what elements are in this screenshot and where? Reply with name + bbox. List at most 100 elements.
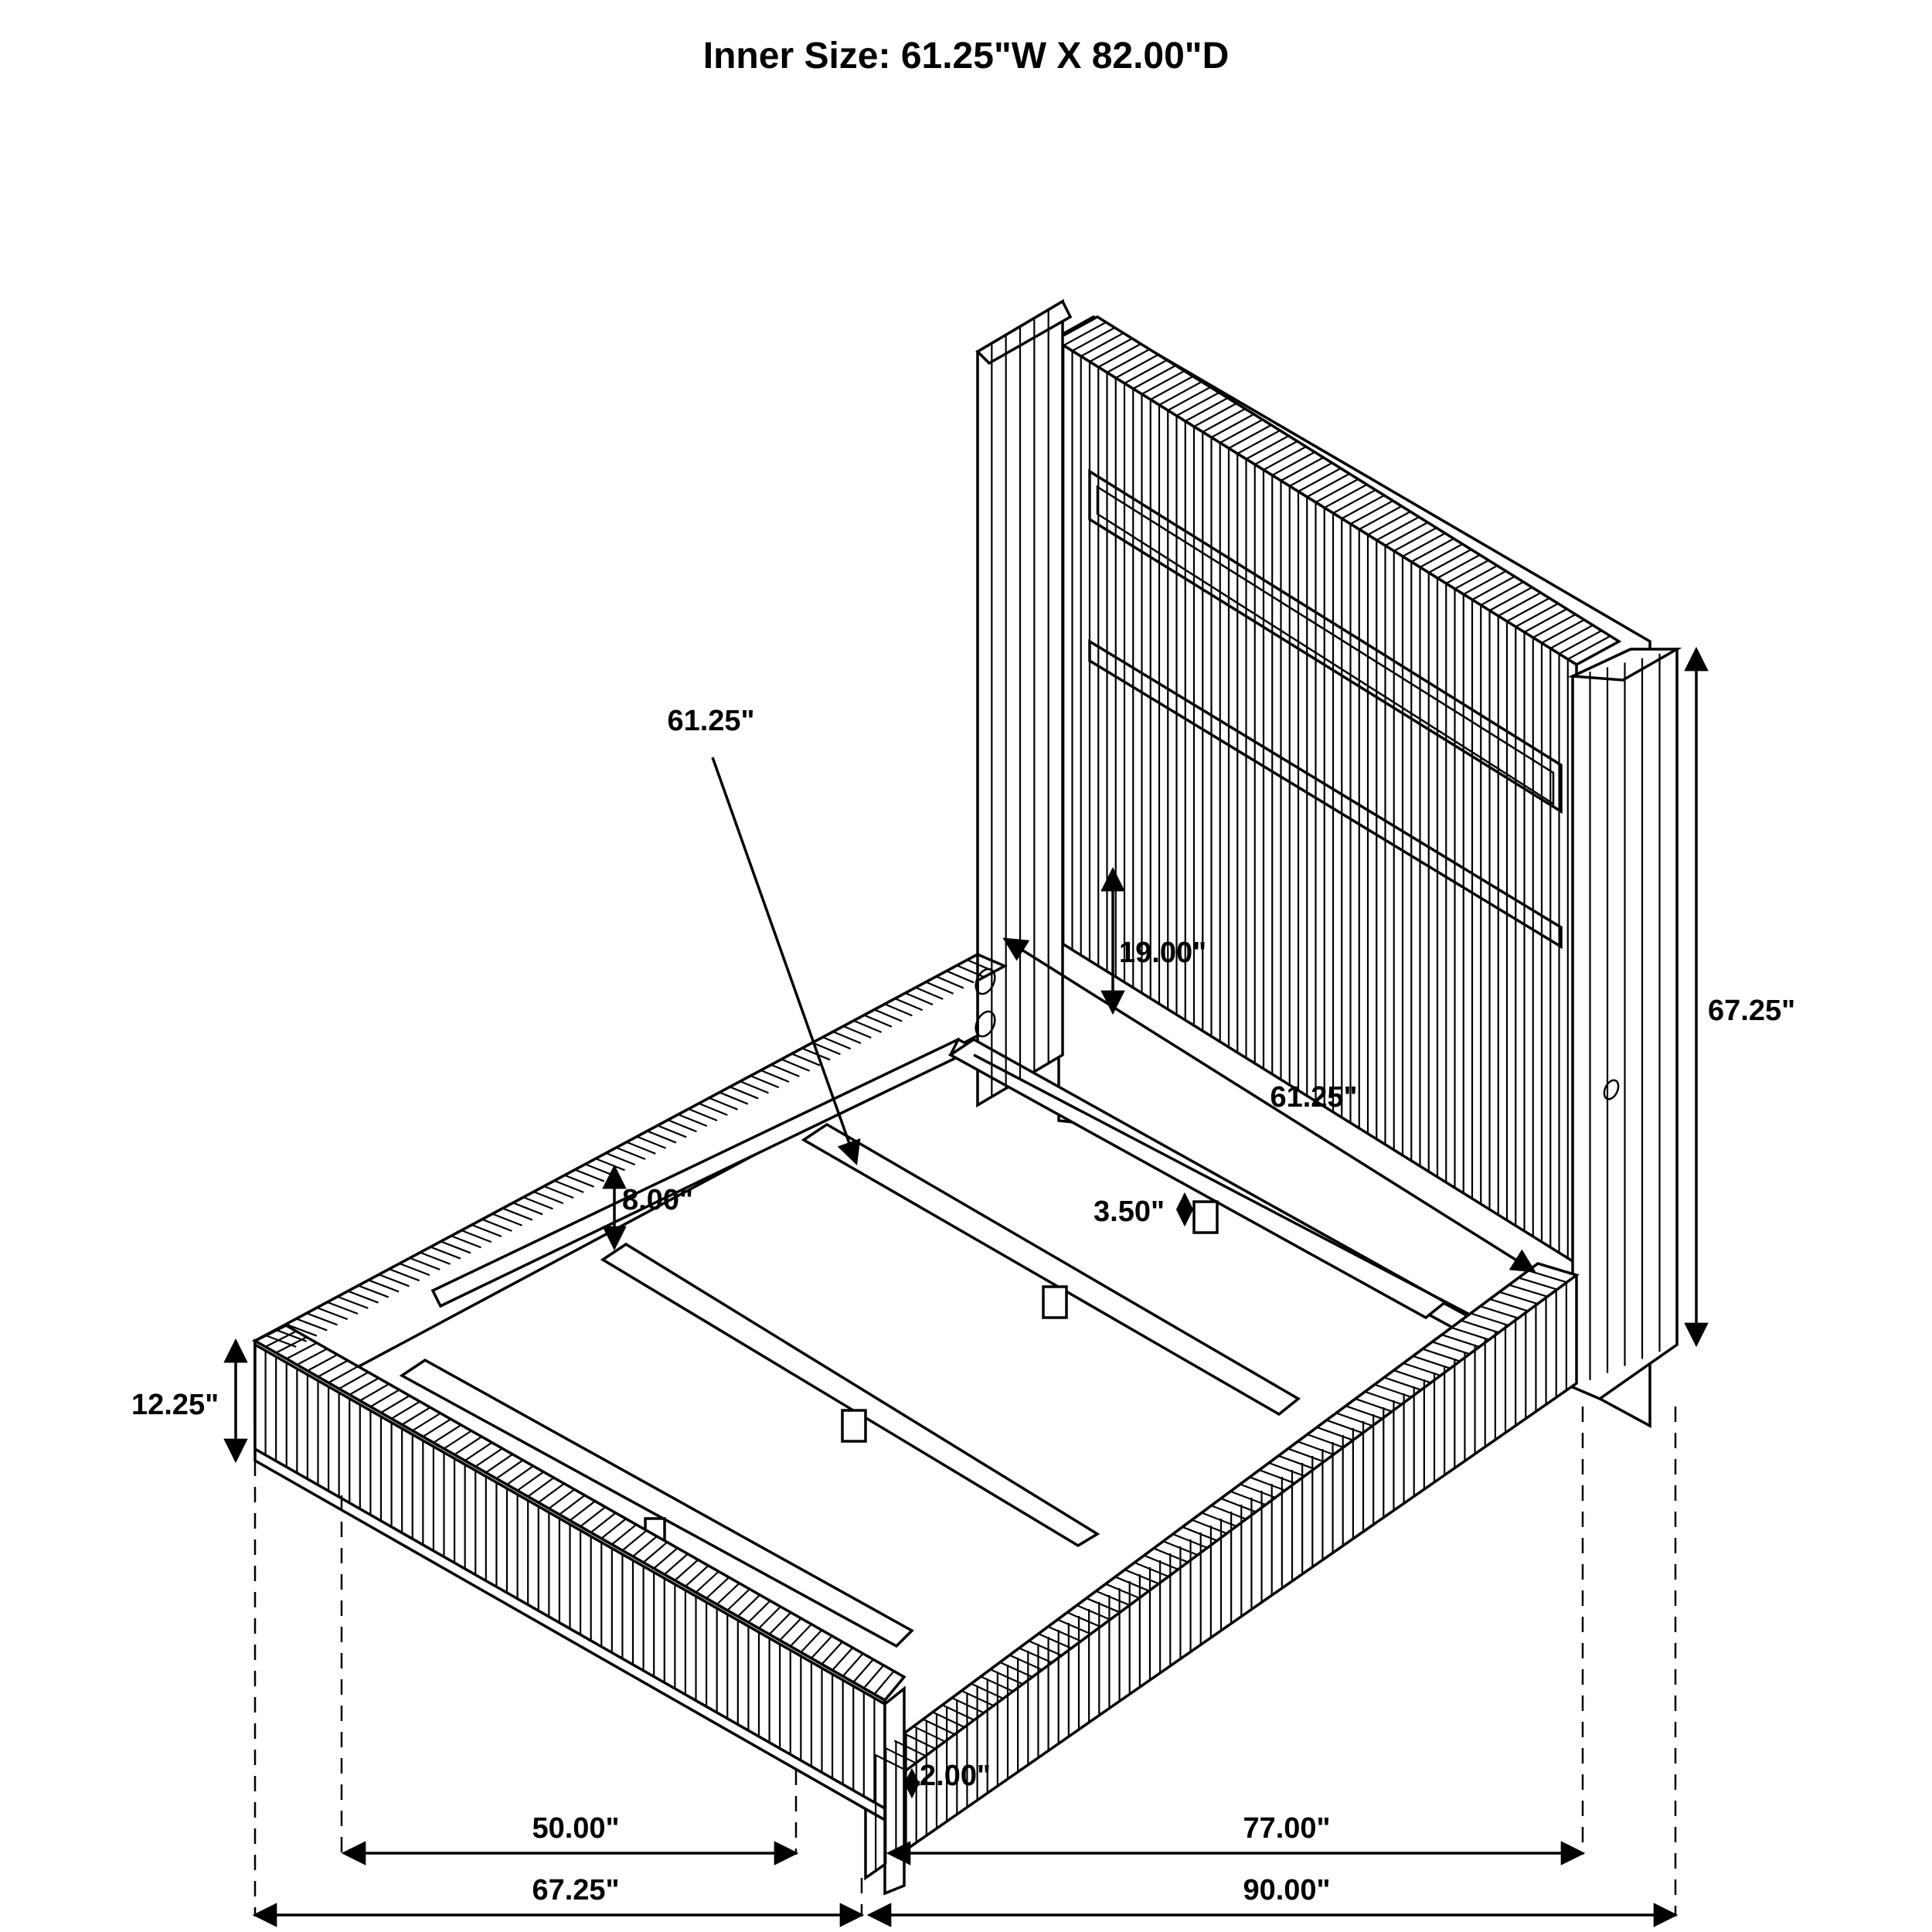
label-foot-inner-width: 50.00" [532, 1812, 619, 1845]
flute-line [1245, 435, 1290, 460]
flute-line [422, 1418, 451, 1437]
flute-line [275, 1336, 308, 1354]
flute-line [674, 1559, 699, 1581]
flute-line [454, 1436, 482, 1456]
flute-line [1298, 468, 1342, 492]
footboard-corner [883, 1685, 906, 1896]
flute-line [1228, 424, 1272, 449]
flute-line [884, 1003, 913, 1017]
flute-line [1076, 1604, 1111, 1621]
flute-line [430, 1246, 461, 1260]
flute-line [1193, 403, 1237, 427]
support-leg [1042, 1285, 1068, 1319]
flute-line [1086, 1597, 1121, 1614]
flute-line [913, 1725, 946, 1743]
support-leg [1192, 1200, 1219, 1234]
flute-line [1057, 1618, 1091, 1635]
flute-line [1254, 440, 1298, 465]
flute-line [1287, 1447, 1325, 1463]
flute-line [667, 1119, 697, 1133]
flute-line [1506, 597, 1550, 622]
flute-line [811, 1635, 833, 1659]
flute-line [874, 1753, 907, 1771]
flute-line [1528, 1270, 1567, 1284]
label-headboard-height: 67.25" [1708, 995, 1795, 1027]
flute-line [337, 1295, 369, 1309]
flute-line [1463, 570, 1507, 595]
flute-line [1307, 1434, 1344, 1448]
flute-line [1523, 608, 1568, 633]
flute-line [1115, 354, 1159, 379]
flute-line [1402, 532, 1446, 557]
flute-line [1259, 1469, 1295, 1485]
flute-line [1441, 1334, 1480, 1348]
flute-line [1278, 1454, 1315, 1470]
flute-line [1240, 1483, 1276, 1498]
flute-line [512, 1202, 543, 1216]
flute-line [1106, 349, 1151, 373]
flute-line [1445, 560, 1489, 584]
flute-line [664, 1553, 689, 1576]
flute-line [1192, 1519, 1227, 1535]
flute-line [1419, 543, 1464, 568]
flute-line [440, 1240, 471, 1254]
flute-line [1451, 1326, 1490, 1341]
flute-line [380, 1395, 410, 1413]
flute-line [905, 992, 934, 1006]
flute-line [811, 1042, 841, 1056]
flute-line [980, 1675, 1014, 1692]
slat [399, 1358, 914, 1648]
flute-line [1236, 430, 1281, 454]
flute-line [492, 1213, 522, 1226]
flute-line [358, 1284, 389, 1298]
flute-line [936, 975, 964, 989]
flute-line [1230, 1490, 1267, 1506]
flute-line [1549, 624, 1594, 649]
flute-line [306, 1312, 338, 1326]
flute-line [853, 1019, 882, 1033]
flute-line [1410, 538, 1454, 563]
flute-line [464, 1441, 493, 1461]
flute-line [695, 1570, 719, 1594]
flute-line [779, 1617, 802, 1641]
flute-line [548, 1488, 575, 1509]
flute-line [1009, 1654, 1043, 1671]
flute-line [730, 1086, 759, 1100]
flute-line [338, 1371, 369, 1389]
flute-line [1376, 516, 1420, 541]
label-footboard-height: 12.25" [131, 1389, 219, 1421]
flute-line [502, 1207, 533, 1221]
flute-line [1518, 1277, 1558, 1291]
flute-line [1153, 1547, 1189, 1563]
flute-line [522, 1196, 553, 1210]
label-center-support-height: 3.50" [1094, 1196, 1165, 1228]
flute-line [915, 986, 944, 1000]
flute-line [1132, 365, 1176, 389]
flute-line [1097, 343, 1141, 368]
flute-line [719, 1091, 749, 1105]
flute-line [1437, 554, 1481, 579]
flute-line [1488, 587, 1533, 611]
flute-line [433, 1423, 462, 1444]
bed-drawing [251, 298, 1682, 1896]
label-rail-length-diagonal: 61.25" [667, 705, 754, 737]
flute-line [1326, 1419, 1363, 1434]
flute-line [1316, 1426, 1354, 1441]
flute-line [1532, 614, 1577, 638]
flute-line [605, 1152, 636, 1166]
flute-line [781, 1058, 810, 1072]
flute-line [616, 1146, 646, 1161]
flute-line [822, 1036, 852, 1050]
flute-line [760, 1069, 790, 1083]
flute-line [1393, 527, 1437, 552]
flute-line [1162, 1540, 1199, 1556]
flute-line [894, 998, 923, 1012]
flute-line [1431, 1341, 1471, 1355]
flute-line [1134, 1561, 1169, 1578]
flute-line [1374, 1383, 1412, 1398]
flute-line [893, 1740, 927, 1757]
flute-line [1047, 1625, 1082, 1642]
flute-line [791, 1053, 821, 1066]
flute-line [1422, 1348, 1461, 1362]
flute-line [1454, 565, 1498, 590]
